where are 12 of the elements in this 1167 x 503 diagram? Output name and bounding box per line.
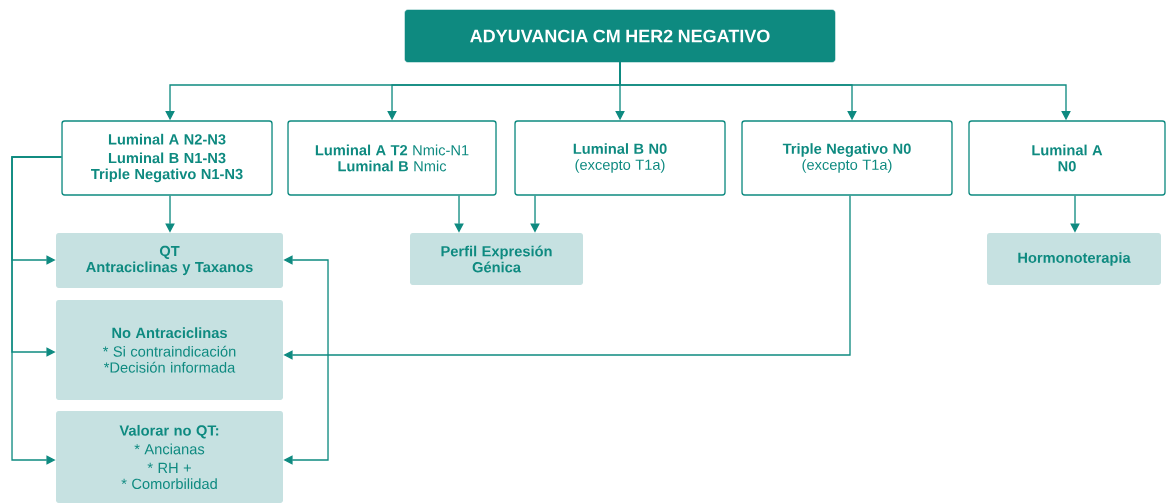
arrow xyxy=(11,156,62,465)
treatment-box: QT Antraciclinas y Taxanos xyxy=(56,233,283,288)
treatment-box: No Antraciclinas * Si contraindicación *Decisión informada xyxy=(56,300,283,400)
category-box: Luminal B N0 (excepto T1a) xyxy=(514,120,726,196)
category-box: Luminal A N2-N3 Luminal B N1-N3 Triple Negativo N1-N3 xyxy=(61,120,273,196)
treatment-box: Valorar no QT: * Ancianas * RH + * Comorbilidad xyxy=(56,411,283,503)
category-box: Triple Negativo N0 (excepto T1a) xyxy=(741,120,953,196)
category-box: Luminal A N0 xyxy=(968,120,1166,196)
category-box: Luminal A T2 Nmic-N1 Luminal B Nmic xyxy=(287,120,497,196)
treatment-box: Hormonoterapia xyxy=(987,233,1161,285)
treatment-box: Perfil Expresión Génica xyxy=(410,233,583,285)
header-box: ADYUVANCIA CM HER2 NEGATIVO xyxy=(404,9,836,63)
